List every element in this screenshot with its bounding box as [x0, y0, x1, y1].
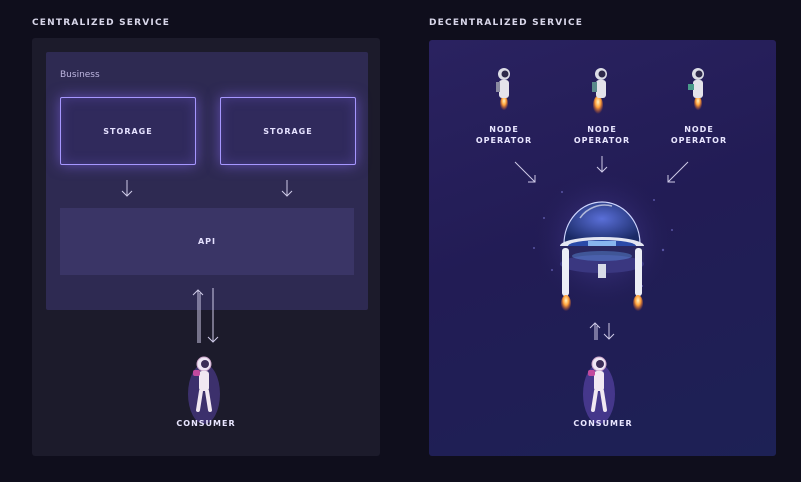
- decentralized-panel: NODE OPERATOR NODE OPERATOR NODE OPERATO…: [429, 40, 776, 456]
- node-operator-label-3: NODE OPERATOR: [670, 125, 728, 145]
- arrow-down-right-icon: [514, 161, 536, 183]
- node-operator-astronaut-icon: [688, 68, 704, 112]
- storage-box-1: STORAGE: [60, 97, 196, 165]
- arrow-down-left-icon: [667, 161, 689, 183]
- network-node-device-icon: [533, 172, 673, 313]
- centralized-consumer-label: CONSUMER: [176, 419, 236, 428]
- consumer-astronaut-icon: [188, 356, 220, 424]
- api-box: API: [60, 208, 354, 275]
- business-box: Business STORAGE STORAGE API: [46, 52, 368, 310]
- centralized-arrows: [121, 180, 293, 424]
- arrow-down-icon: [207, 288, 219, 343]
- arrow-up-icon: [589, 322, 601, 340]
- arrow-down-icon: [121, 180, 133, 197]
- node-operator-label-1: NODE OPERATOR: [475, 125, 533, 145]
- storage-box-2: STORAGE: [220, 97, 356, 165]
- centralized-panel: Business STORAGE STORAGE API: [32, 38, 380, 456]
- node-operator-label-2: NODE OPERATOR: [573, 125, 631, 145]
- decentralized-diagram: [496, 68, 704, 424]
- arrow-down-icon: [281, 180, 293, 197]
- consumer-astronaut-icon: [583, 356, 615, 424]
- node-operator-astronaut-icon: [592, 68, 607, 116]
- business-label: Business: [60, 70, 100, 80]
- decentralized-title: DECENTRALIZED SERVICE: [429, 18, 584, 28]
- decentralized-consumer-label: CONSUMER: [573, 419, 633, 428]
- node-operator-astronaut-icon: [496, 68, 510, 112]
- arrow-down-icon: [603, 323, 615, 340]
- arrow-up-icon: [192, 289, 204, 343]
- arrow-down-icon: [596, 156, 608, 173]
- centralized-title: CENTRALIZED SERVICE: [32, 18, 171, 28]
